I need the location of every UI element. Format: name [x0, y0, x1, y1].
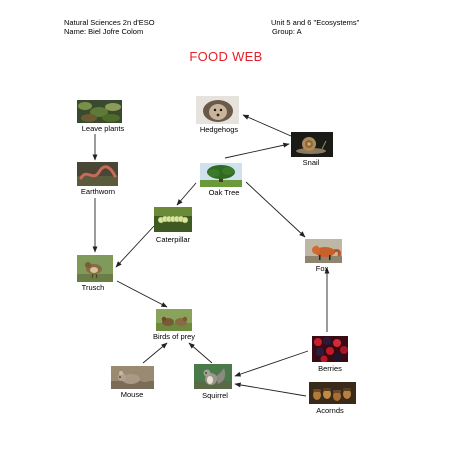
node-label: Berries [318, 364, 342, 373]
header-student-name: Name: Biel Jofre Colom [64, 27, 144, 36]
mouse-photo [111, 366, 154, 389]
header-subject: Natural Sciences 2n d'ESO [64, 18, 155, 27]
node-label: Hedgehogs [199, 125, 239, 134]
arrow-oak-tree-to-caterpillar [176, 182, 197, 206]
node-label: Earthworn [80, 187, 116, 196]
acorns-photo [309, 382, 356, 404]
arrow-caterpillar-to-trusch [115, 225, 155, 268]
birds-photo [156, 309, 192, 331]
arrow-acornds-to-squirrel [234, 382, 307, 397]
arrow-oak-tree-to-fox [245, 181, 306, 238]
arrow-snail-to-hedgehogs [242, 114, 292, 137]
node-label: Fox [315, 264, 329, 273]
node-label: Squirrel [202, 391, 228, 400]
header-unit: Unit 5 and 6 "Ecosystems" [271, 18, 360, 27]
oak-tree-photo [200, 163, 242, 187]
arrow-oak-tree-to-snail [224, 142, 290, 159]
arrow-berries-to-squirrel [234, 350, 309, 377]
node-label: Leave plants [81, 124, 125, 133]
node-label: Oak Tree [208, 188, 240, 197]
arrow-squirrel-to-birds-of-prey [188, 342, 213, 364]
snail-photo [291, 132, 333, 157]
page-title: FOOD WEB [189, 49, 263, 64]
squirrel-photo [194, 364, 232, 389]
header-group: Group: A [272, 27, 302, 36]
node-label: Acornds [316, 406, 344, 415]
node-label: Trusch [81, 283, 105, 292]
arrow-trusch-to-birds-of-prey [116, 280, 168, 308]
hedgehog-photo [196, 96, 239, 124]
node-label: Mouse [120, 390, 144, 399]
node-label: Caterpillar [155, 235, 191, 244]
thrush-photo [77, 255, 113, 282]
earthworm-photo [77, 162, 118, 186]
node-label: Snail [302, 158, 320, 167]
caterpillar-photo [154, 207, 192, 232]
node-label: Birds of prey [152, 332, 196, 341]
arrow-mouse-to-birds-of-prey [142, 342, 168, 364]
berries-photo [312, 336, 348, 362]
leaf-litter-photo [77, 100, 122, 123]
fox-photo [305, 239, 342, 263]
